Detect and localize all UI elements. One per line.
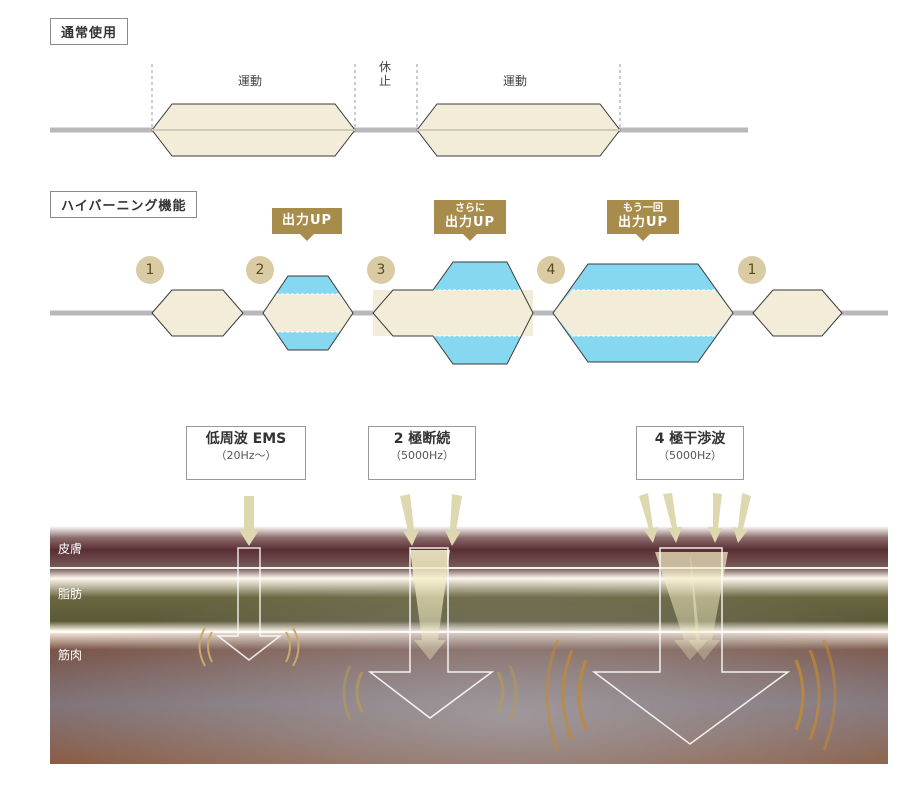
wave-icon xyxy=(794,659,805,731)
pulse-hexagon-1 xyxy=(151,289,244,337)
mode-frequency: （5000Hz） xyxy=(389,449,455,462)
incoming-arrow xyxy=(733,493,751,543)
power-up-callout-1: 出力UP xyxy=(272,208,342,241)
pulse-hexagon-4 xyxy=(552,263,734,363)
wave-icon xyxy=(561,649,574,741)
callout-text: 出力UP xyxy=(617,215,669,230)
rest-label: 休止 xyxy=(378,60,391,88)
four-pole-arrows xyxy=(545,493,837,751)
incoming-arrow-right xyxy=(445,494,462,546)
incoming-arrow xyxy=(663,493,682,543)
callout-text: 出力UP xyxy=(281,213,333,228)
ems-incoming-arrow xyxy=(239,496,259,546)
converging-beam xyxy=(688,552,728,660)
mode-box-ems: 低周波 EMS （20Hz〜） xyxy=(186,426,306,480)
incoming-arrow xyxy=(708,493,722,543)
incoming-arrow xyxy=(639,493,658,543)
power-up-callout-3: もう一回 出力UP xyxy=(607,200,679,241)
converging-beam xyxy=(410,550,450,660)
converging-beam xyxy=(655,552,708,660)
callout-text: 出力UP xyxy=(444,215,496,230)
wave-icon xyxy=(808,649,821,741)
mode-frequency: （5000Hz） xyxy=(657,449,723,462)
wave-icon xyxy=(342,665,352,721)
callout-subtext: もう一回 xyxy=(623,203,663,214)
mode-name: 2 極断続 xyxy=(393,431,451,447)
layer-label-muscle: 筋肉 xyxy=(58,648,83,662)
wave-icon xyxy=(577,659,588,731)
four-pole-outline-arrow xyxy=(591,547,791,745)
step-badge-2: 2 xyxy=(246,256,274,284)
step-badge-5: 1 xyxy=(738,256,766,284)
wave-icon xyxy=(545,639,560,751)
pulse-hexagon-5 xyxy=(752,289,843,337)
wave-icon xyxy=(207,631,213,663)
mode-name: 低周波 EMS xyxy=(205,431,287,447)
mode-frequency: （20Hz〜） xyxy=(215,449,277,462)
layer-label-skin: 皮膚 xyxy=(58,542,83,556)
two-pole-arrows xyxy=(342,494,518,721)
wave-icon xyxy=(355,671,364,713)
mode-box-four-pole: 4 極干渉波 （5000Hz） xyxy=(636,426,744,480)
incoming-arrow-left xyxy=(400,494,419,546)
normal-use-diagram xyxy=(50,64,748,157)
two-pole-outline-arrow xyxy=(367,547,495,719)
ems-arrows xyxy=(198,496,300,667)
wave-icon xyxy=(292,627,300,667)
exercise-label-2: 運動 xyxy=(503,74,528,88)
ems-outline-arrow xyxy=(215,547,283,661)
step-badge-4: 4 xyxy=(537,256,565,284)
pulse-hexagon-3 xyxy=(372,261,534,365)
normal-use-title: 通常使用 xyxy=(50,18,129,45)
hibernating-title: ハイバーニング機能 xyxy=(50,191,198,218)
step-badge-3: 3 xyxy=(367,256,395,284)
wave-icon xyxy=(508,665,518,721)
exercise-label-1: 運動 xyxy=(238,74,263,88)
hibernating-diagram xyxy=(50,261,888,365)
pulse-hexagon-2 xyxy=(262,275,354,351)
mode-box-two-pole: 2 極断続 （5000Hz） xyxy=(368,426,476,480)
callout-subtext: さらに xyxy=(455,203,485,214)
wave-icon xyxy=(496,671,505,713)
wave-icon xyxy=(198,627,206,667)
wave-icon xyxy=(285,631,291,663)
power-up-callout-2: さらに 出力UP xyxy=(434,200,506,241)
wave-icon xyxy=(822,639,837,751)
mode-name: 4 極干渉波 xyxy=(654,431,726,447)
step-badge-1: 1 xyxy=(136,256,164,284)
layer-label-fat: 脂肪 xyxy=(58,587,83,601)
tissue-panel xyxy=(50,526,888,764)
